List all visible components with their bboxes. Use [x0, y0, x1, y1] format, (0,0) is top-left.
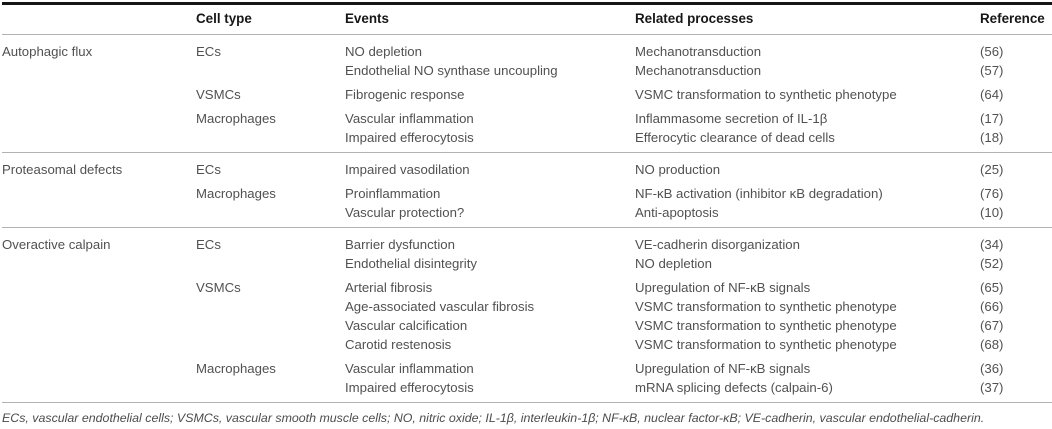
reference-cell: (18)	[980, 130, 1004, 145]
table-row: Endothelial NO synthase uncoupling Mechan…	[2, 61, 1052, 80]
reference-cell: (67)	[980, 318, 1004, 333]
table-top-rule	[2, 2, 1052, 5]
event-cell: Barrier dysfunction	[345, 237, 455, 252]
event-cell: Arterial fibrosis	[345, 280, 433, 295]
reference-cell: (64)	[980, 87, 1004, 102]
header-events: Events	[345, 12, 389, 26]
process-cell: VSMC transformation to synthetic phenoty…	[635, 337, 897, 352]
table-row: Endothelial disintegrity NO depletion (52)	[2, 254, 1052, 273]
cell-type-cell: ECs	[196, 44, 221, 59]
table-row: Proteasomal defects ECs Impaired vasodilat…	[2, 160, 1052, 179]
process-cell: Mechanotransduction	[635, 63, 762, 78]
table-row: Macrophages Proinflammation NF-κB activati…	[2, 184, 1052, 203]
table-row: Carotid restenosis VSMC transformation to…	[2, 335, 1052, 354]
process-cell: mRNA splicing defects (calpain-6)	[635, 380, 833, 395]
header-cell-type: Cell type	[196, 12, 252, 26]
table-row: Impaired efferocytosis Efferocytic cleara…	[2, 128, 1052, 147]
cell-type-cell: Macrophages	[196, 111, 276, 126]
table-row: Autophagic flux ECs NO depletion Mechanotra…	[2, 42, 1052, 61]
reference-cell: (76)	[980, 186, 1004, 201]
event-cell: Carotid restenosis	[345, 337, 452, 352]
reference-cell: (10)	[980, 205, 1004, 220]
reference-cell: (56)	[980, 44, 1004, 59]
process-cell: NO depletion	[635, 256, 712, 271]
process-cell: Anti-apoptosis	[635, 205, 719, 220]
table-section: Overactive calpain ECs Barrier dysfunction…	[2, 228, 1052, 403]
header-related-processes: Related processes	[635, 12, 754, 26]
table-footnote: ECs, vascular endothelial cells; VSMCs, …	[2, 411, 985, 425]
process-cell: Upregulation of NF-κB signals	[635, 361, 811, 376]
reference-cell: (34)	[980, 237, 1004, 252]
table-row: VSMCs Fibrogenic response VSMC transformat…	[2, 85, 1052, 104]
event-cell: Impaired efferocytosis	[345, 130, 474, 145]
process-cell: VSMC transformation to synthetic phenoty…	[635, 87, 897, 102]
event-cell: Vascular calcification	[345, 318, 468, 333]
reference-cell: (36)	[980, 361, 1004, 376]
process-cell: VE-cadherin disorganization	[635, 237, 800, 252]
reference-cell: (57)	[980, 63, 1004, 78]
table-row: Vascular calcification VSMC transformatio…	[2, 316, 1052, 335]
table-row: Impaired efferocytosis mRNA splicing defe…	[2, 378, 1052, 397]
event-cell: Impaired vasodilation	[345, 162, 470, 177]
process-cell: Mechanotransduction	[635, 44, 762, 59]
event-cell: Impaired efferocytosis	[345, 380, 474, 395]
event-cell: Proinflammation	[345, 186, 441, 201]
table-row: Macrophages Vascular inflammation Upregula…	[2, 359, 1052, 378]
event-cell: NO depletion	[345, 44, 422, 59]
cell-type-cell: VSMCs	[196, 280, 241, 295]
process-cell: VSMC transformation to synthetic phenoty…	[635, 318, 897, 333]
reference-cell: (25)	[980, 162, 1004, 177]
cell-type-cell: Macrophages	[196, 361, 276, 376]
table-row: Vascular protection? Anti-apoptosis (10)	[2, 203, 1052, 222]
reference-cell: (17)	[980, 111, 1004, 126]
cell-type-cell: ECs	[196, 237, 221, 252]
reference-cell: (65)	[980, 280, 1004, 295]
event-cell: Fibrogenic response	[345, 87, 465, 102]
cell-type-cell: Macrophages	[196, 186, 276, 201]
process-cell: Upregulation of NF-κB signals	[635, 280, 811, 295]
reference-cell: (52)	[980, 256, 1004, 271]
table-row: VSMCs Arterial fibrosis Upregulation of NF…	[2, 278, 1052, 297]
event-cell: Vascular protection?	[345, 205, 465, 220]
event-cell: Age-associated vascular fibrosis	[345, 299, 535, 314]
reference-cell: (66)	[980, 299, 1004, 314]
table-header-row: Cell type Events Related processes Refer…	[2, 5, 1052, 35]
process-cell: Inflammasome secretion of IL-1β	[635, 111, 828, 126]
group-cell: Autophagic flux	[2, 44, 93, 59]
process-cell: VSMC transformation to synthetic phenoty…	[635, 299, 897, 314]
process-cell: NF-κB activation (inhibitor κB degradati…	[635, 186, 883, 201]
table-row: Overactive calpain ECs Barrier dysfunction…	[2, 235, 1052, 254]
table-row: Age-associated vascular fibrosis VSMC tra…	[2, 297, 1052, 316]
group-cell: Proteasomal defects	[2, 162, 123, 177]
group-cell: Overactive calpain	[2, 237, 111, 252]
reference-cell: (37)	[980, 380, 1004, 395]
event-cell: Vascular inflammation	[345, 361, 474, 376]
event-cell: Endothelial NO synthase uncoupling	[345, 63, 558, 78]
event-cell: Endothelial disintegrity	[345, 256, 477, 271]
header-reference: Reference	[980, 12, 1045, 26]
cell-type-cell: ECs	[196, 162, 221, 177]
event-cell: Vascular inflammation	[345, 111, 474, 126]
cell-type-cell: VSMCs	[196, 87, 241, 102]
table-section: Proteasomal defects ECs Impaired vasodilat…	[2, 153, 1052, 228]
reference-cell: (68)	[980, 337, 1004, 352]
process-cell: NO production	[635, 162, 721, 177]
table-row: Macrophages Vascular inflammation Inflamma…	[2, 109, 1052, 128]
process-cell: Efferocytic clearance of dead cells	[635, 130, 835, 145]
